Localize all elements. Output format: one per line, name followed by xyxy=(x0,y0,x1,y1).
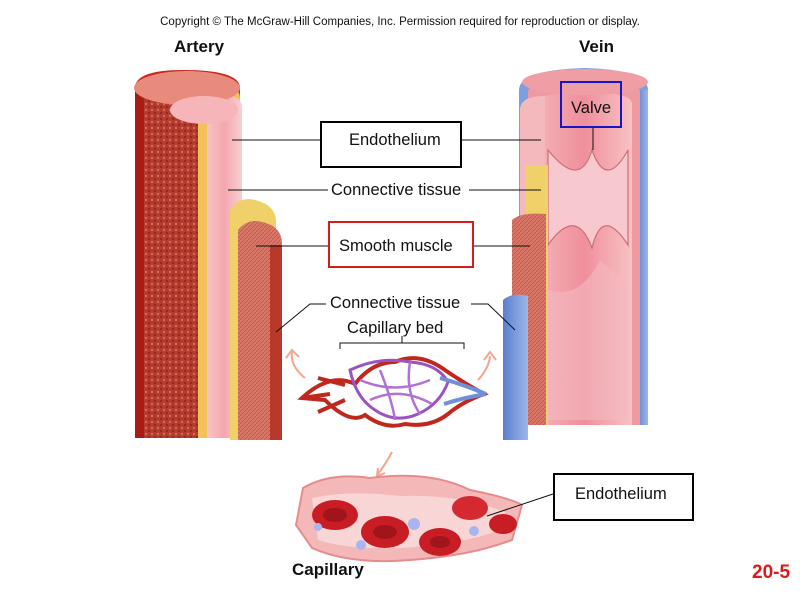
smooth-muscle-label: Smooth muscle xyxy=(339,237,453,255)
endothelium-label: Endothelium xyxy=(349,131,441,149)
smooth-muscle-label-box xyxy=(328,221,474,268)
artery-title: Artery xyxy=(174,37,225,56)
arrows xyxy=(285,348,497,478)
vein-title: Vein xyxy=(579,37,614,56)
capillary-illustration xyxy=(294,474,524,563)
capillary-endothelium-label: Endothelium xyxy=(575,485,667,503)
capillary-bed-illustration xyxy=(297,356,489,428)
capillary-endothelium-label-box xyxy=(553,473,694,521)
copyright-notice: Copyright © The McGraw-Hill Companies, I… xyxy=(160,16,640,28)
vein-illustration xyxy=(503,68,648,440)
capillary-title: Capillary xyxy=(292,560,364,579)
connective-tissue-inner-label: Connective tissue xyxy=(331,181,462,199)
valve-label: Valve xyxy=(571,99,612,117)
valve-label-box xyxy=(560,81,622,128)
artery-illustration xyxy=(134,70,282,440)
leader-lines xyxy=(228,128,594,517)
connective-tissue-outer-label: Connective tissue xyxy=(330,294,461,312)
endothelium-label-box xyxy=(320,121,462,168)
figure-number: 20-5 xyxy=(752,562,791,583)
capillary-bed-label: Capillary bed xyxy=(347,319,444,337)
